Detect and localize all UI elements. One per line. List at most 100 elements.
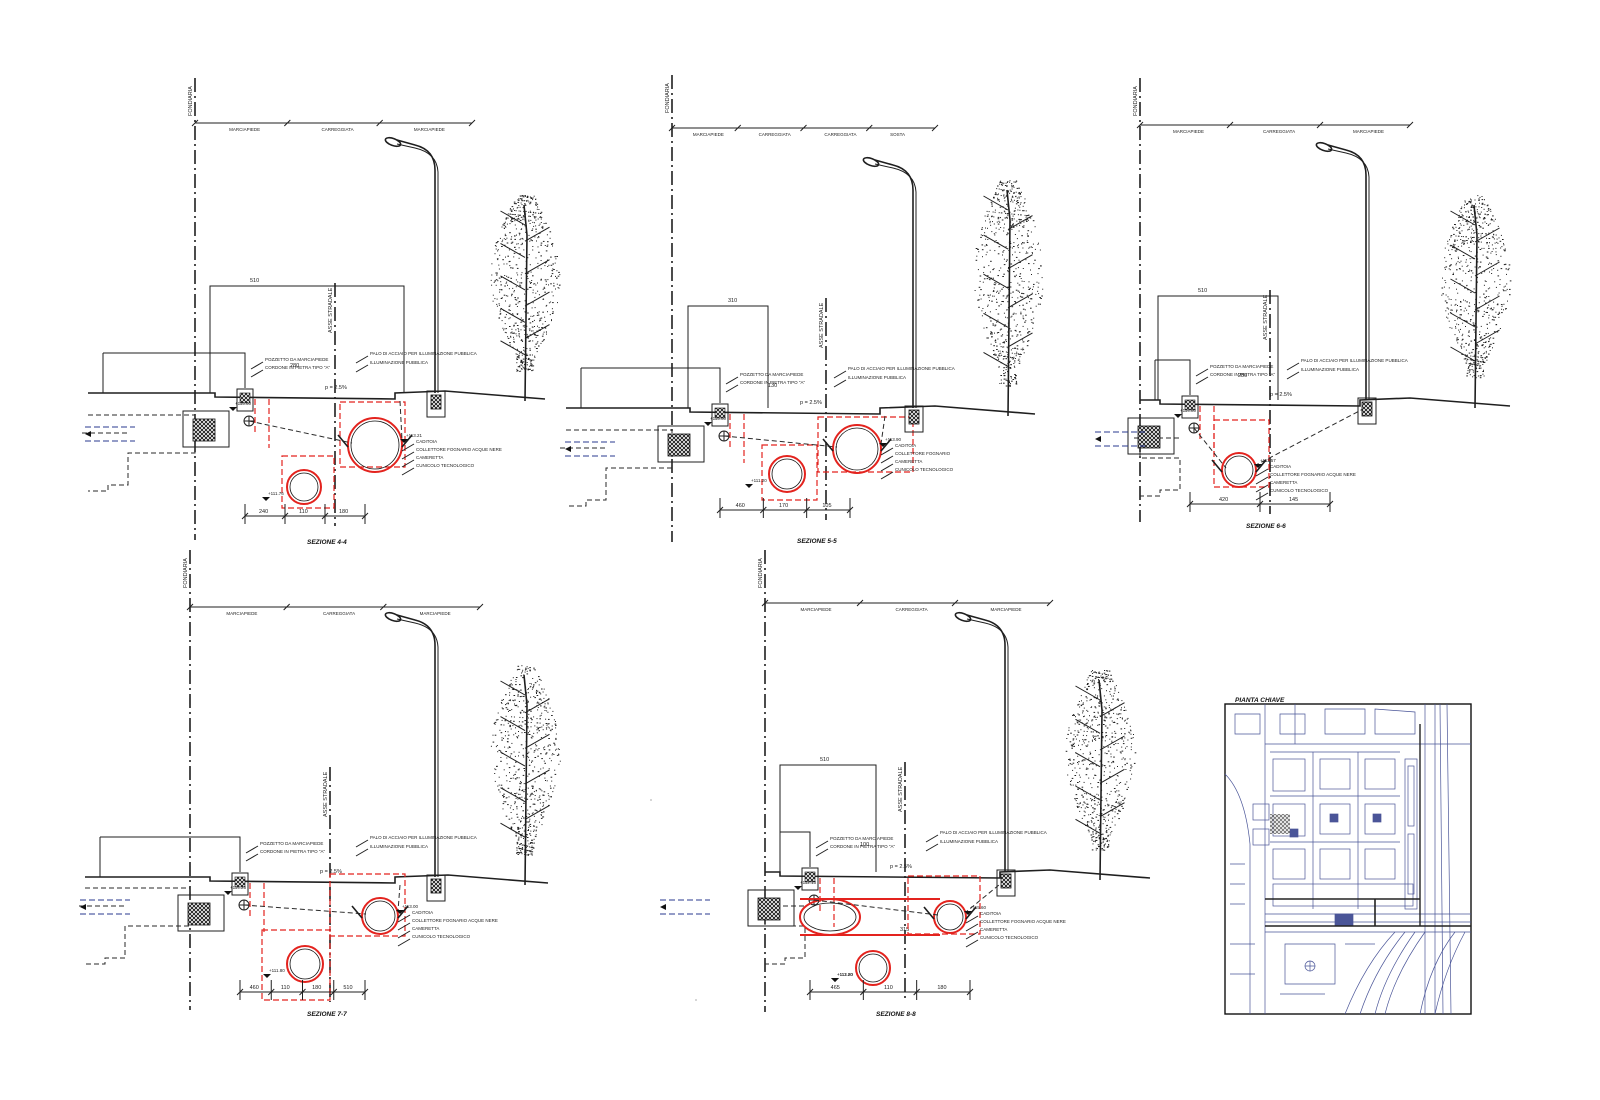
level-marker: [745, 484, 753, 488]
leader-line: [250, 369, 264, 378]
leader-note: CADITOIA: [1270, 464, 1291, 469]
tree-branch: [983, 312, 1009, 328]
dimension-bottom-value: 240: [259, 509, 268, 515]
lamp-head: [862, 156, 880, 168]
road-axis-label: ASSE STRADALE: [1263, 294, 1269, 340]
dimension-bottom-value: 105: [822, 503, 831, 509]
tree-branch: [524, 733, 550, 749]
tree-branch: [1007, 332, 1033, 348]
leader-line: [925, 843, 939, 852]
level-marker: [879, 443, 887, 447]
level-value: +111.20: [837, 972, 853, 977]
top-zone-label: CARREGGIATA: [323, 611, 355, 616]
tree-trunk: [1006, 189, 1011, 417]
leader-line: [725, 376, 739, 385]
fondiaria-label: FONDIARIA: [1133, 86, 1139, 116]
existing-pipe: [1095, 431, 1145, 447]
tree-branch: [983, 234, 1009, 250]
leader-line: [965, 923, 979, 932]
leader-line: [1286, 362, 1300, 371]
leader-line: [815, 848, 829, 857]
leader-line: [355, 355, 369, 364]
building-outline: [85, 887, 191, 965]
collector-pipe-secondary: [286, 945, 324, 983]
leader-line: [965, 931, 979, 940]
level-value: +111.20: [751, 478, 767, 483]
tree-foliage: [490, 195, 561, 372]
top-zone-label: MARCIAPIEDE: [1353, 129, 1384, 134]
level-value: +111.57: [1260, 458, 1276, 463]
lamp-foundation-hatch: [430, 394, 442, 410]
lamp-pole-edge: [966, 618, 1009, 872]
existing-level-frame: [1155, 359, 1191, 395]
level-value: +112.13: [800, 880, 817, 885]
dimension-bottom-value: 145: [1289, 497, 1298, 503]
leader-note: COLLETTORE FOGNARIO ACQUE NERE: [1270, 472, 1356, 477]
level-value: +113.00: [402, 904, 419, 909]
tree-foliage: [490, 665, 561, 856]
lamp-pole: [1327, 144, 1367, 400]
slope-label: p = 2.5%: [1270, 392, 1292, 398]
top-zone-label: MARCIAPIEDE: [991, 607, 1022, 612]
lamp-pole-edge: [874, 163, 917, 408]
collector-pipe-main-inner: [936, 903, 964, 931]
dimension-frame: [687, 305, 769, 408]
dimension-top-value: 315: [900, 927, 909, 933]
drain-lines: [723, 415, 886, 448]
collector-pipe-main: [361, 897, 399, 935]
lamp-pole: [874, 159, 914, 408]
kerb-pit: [231, 872, 249, 896]
dimension-bottom-value: 460: [736, 503, 745, 509]
collector-pipe-secondary: [286, 469, 322, 505]
leader-note: CAMERETTA: [980, 927, 1007, 932]
flow-arrow: [80, 904, 86, 910]
leader-line: [355, 364, 369, 373]
leader-line: [925, 834, 939, 843]
key-plan-hatch: [1270, 814, 1290, 834]
tree-branch: [983, 352, 1009, 367]
tree-foliage: [1441, 195, 1512, 379]
dimension-tick: [1046, 599, 1054, 607]
level-value: +115.60: [235, 401, 252, 406]
leader-line: [1286, 371, 1300, 380]
leader-line: [245, 853, 259, 862]
leader-line: [355, 848, 369, 857]
leader-line: [880, 455, 894, 464]
dimension-top-value: 510: [1198, 288, 1207, 294]
leader-line: [397, 922, 411, 931]
leader-note: PALO DI ACCIAIO PER ILLUMINAZIONE PUBBLI…: [848, 366, 955, 371]
flow-arrow: [660, 904, 666, 910]
culvert-wall: [800, 898, 940, 936]
leader-line: [833, 379, 847, 388]
red-riser: [729, 414, 745, 463]
leader-note: COLLETTORE FOGNARIO ACQUE NERE: [412, 918, 498, 923]
tree-branch: [1450, 278, 1476, 294]
red-riser: [254, 399, 270, 448]
lamp-head: [384, 136, 402, 148]
kerb-pit: [801, 867, 819, 891]
top-zone-label: MARCIAPIEDE: [1173, 129, 1204, 134]
sections-layer: FONDIARIA MARCIAPIEDE CARREGGIATA MARCIAPIE…: [79, 75, 1512, 1018]
tree-branch: [1099, 768, 1125, 784]
level-marker: [1254, 464, 1262, 468]
fondiaria-label: FONDIARIA: [188, 86, 194, 116]
leader-note: COLLETTORE FOGNARIO ACQUE NERE: [416, 447, 502, 452]
tree-foliage: [974, 180, 1044, 387]
leader-line: [1255, 468, 1269, 477]
level-value: +113.80: [837, 972, 854, 977]
leader-line: [965, 939, 979, 948]
existing-pipe: [660, 899, 710, 915]
building-outline: [566, 429, 673, 507]
leader-note: CAMERETTA: [895, 459, 922, 464]
leader-line: [397, 938, 411, 947]
dimension-top-value: 130: [768, 383, 777, 389]
road-surface: [88, 390, 546, 400]
dimension-tick: [865, 124, 873, 132]
key-plan-title: PIANTA CHIAVE: [1235, 697, 1285, 704]
dimension-bottom-value: 110: [884, 985, 893, 991]
building-outline: [1139, 420, 1181, 497]
level-value: +115.60: [710, 416, 727, 421]
leader-note: CUNICOLO TECNOLOGICO: [895, 467, 954, 472]
